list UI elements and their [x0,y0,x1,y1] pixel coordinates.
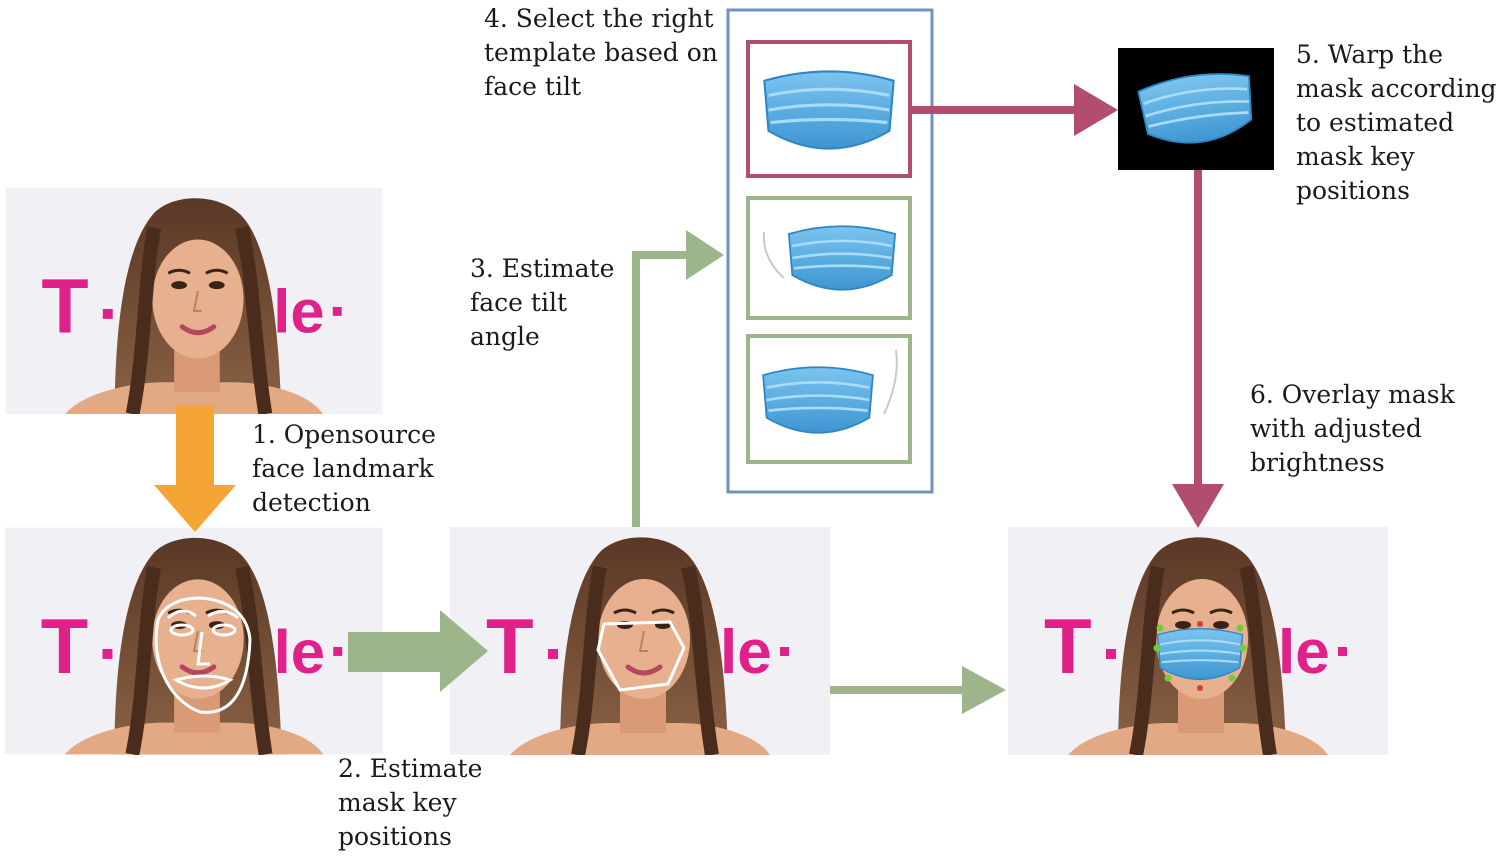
photo-landmarks [5,528,383,755]
template-panel [726,8,934,494]
step-3-label: 3. Estimate face tilt angle [470,254,615,351]
step-2-label: 2. Estimate mask key positions [338,754,483,851]
step-4-label: 4. Select the right template based on fa… [484,4,718,101]
template-tilt-right [746,196,912,320]
arrow-overlay [1172,170,1224,528]
overlaid-mask [1156,627,1244,681]
step-5-label: 5. Warp the mask according to estimated … [1296,40,1497,205]
template-selected [746,40,912,178]
step-6-label: 6. Overlay mask with adjusted brightness [1250,380,1455,477]
arrow-estimate-key-positions [348,610,488,692]
landmark-overlay [154,596,252,714]
arrow-face-tilt [632,230,724,527]
template-tilt-left [746,334,912,464]
arrow-landmark-detection [154,405,236,532]
photo-original [6,188,383,414]
arrow-select-template [910,84,1118,136]
photo-key-positions [450,527,830,755]
arrow-to-result [830,666,1006,714]
key-point-markers [1153,624,1247,682]
warped-mask [1118,48,1274,170]
mask-key-polygon [596,620,686,692]
step-1-label: 1. Opensource face landmark detection [252,420,436,517]
photo-result [1008,527,1388,755]
